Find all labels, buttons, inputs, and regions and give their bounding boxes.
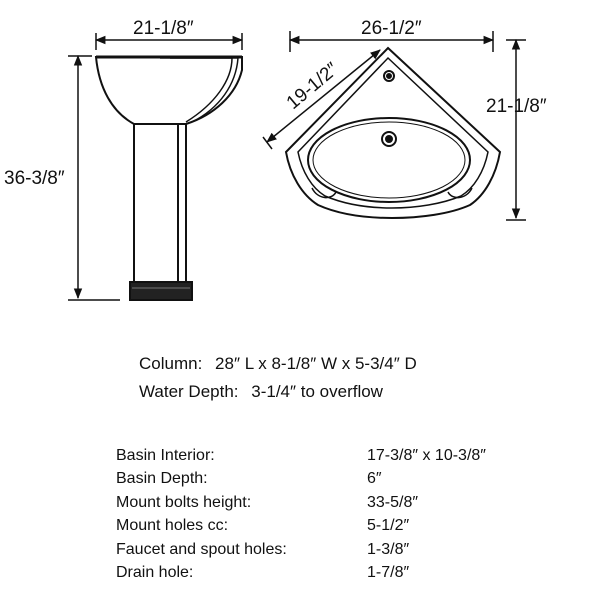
detail-value: 1-7/8″ [367,564,410,582]
basin-oval [307,117,471,203]
column-spec-value: 28″ L x 8-1/8″ W x 5-3/4″ D [215,354,417,373]
detail-row: Basin Interior: 17-3/8″ x 10-3/8″ [116,444,556,468]
corner-depth-label: 21-1/8″ [486,96,547,117]
sink-drawing: 21-1/8″ 36-3/8″ 26-1/2″ 19-1/2″ [4,18,547,301]
water-depth-label: Water Depth: [139,382,239,401]
corner-width-dimension: 26-1/2″ [288,18,495,52]
detail-label: Basin Interior: [116,446,215,464]
detail-value: 17-3/8″ x 10-3/8″ [367,446,486,464]
detail-value: 1-3/8″ [367,540,410,558]
detail-label: Mount bolts height: [116,493,252,511]
details-table: Basin Interior: 17-3/8″ x 10-3/8″ Basin … [116,444,556,585]
corner-width-label: 26-1/2″ [361,18,422,39]
corner-depth-dimension: 21-1/8″ [486,38,547,221]
column-spec-label: Column: [139,354,203,373]
detail-label: Drain hole: [116,564,194,582]
water-depth-spec: Water Depth: 3-1/4″ to overflow [139,378,417,406]
specs-block: Column: 28″ L x 8-1/8″ W x 5-3/4″ D Wate… [139,350,417,406]
column-spec: Column: 28″ L x 8-1/8″ W x 5-3/4″ D [139,350,417,378]
detail-label: Mount holes cc: [116,517,229,535]
pedestal-width-dimension: 21-1/8″ [94,18,244,50]
detail-value: 33-5/8″ [367,493,419,511]
detail-label: Basin Depth: [116,470,208,488]
overall-height-dimension: 36-3/8″ [4,54,120,301]
pedestal-base [129,281,193,301]
detail-label: Faucet and spout holes: [116,540,287,558]
detail-row: Faucet and spout holes: 1-3/8″ [116,538,556,562]
pedestal-side-view [94,55,243,301]
detail-row: Basin Depth: 6″ [116,468,556,492]
detail-row: Mount bolts height: 33-5/8″ [116,491,556,515]
water-depth-value: 3-1/4″ to overflow [251,382,383,401]
detail-row: Mount holes cc: 5-1/2″ [116,515,556,539]
pedestal-width-label: 21-1/8″ [133,18,194,39]
overall-height-label: 36-3/8″ [4,168,65,189]
detail-row: Drain hole: 1-7/8″ [116,562,556,586]
detail-value: 5-1/2″ [367,517,410,535]
detail-value: 6″ [367,470,382,488]
